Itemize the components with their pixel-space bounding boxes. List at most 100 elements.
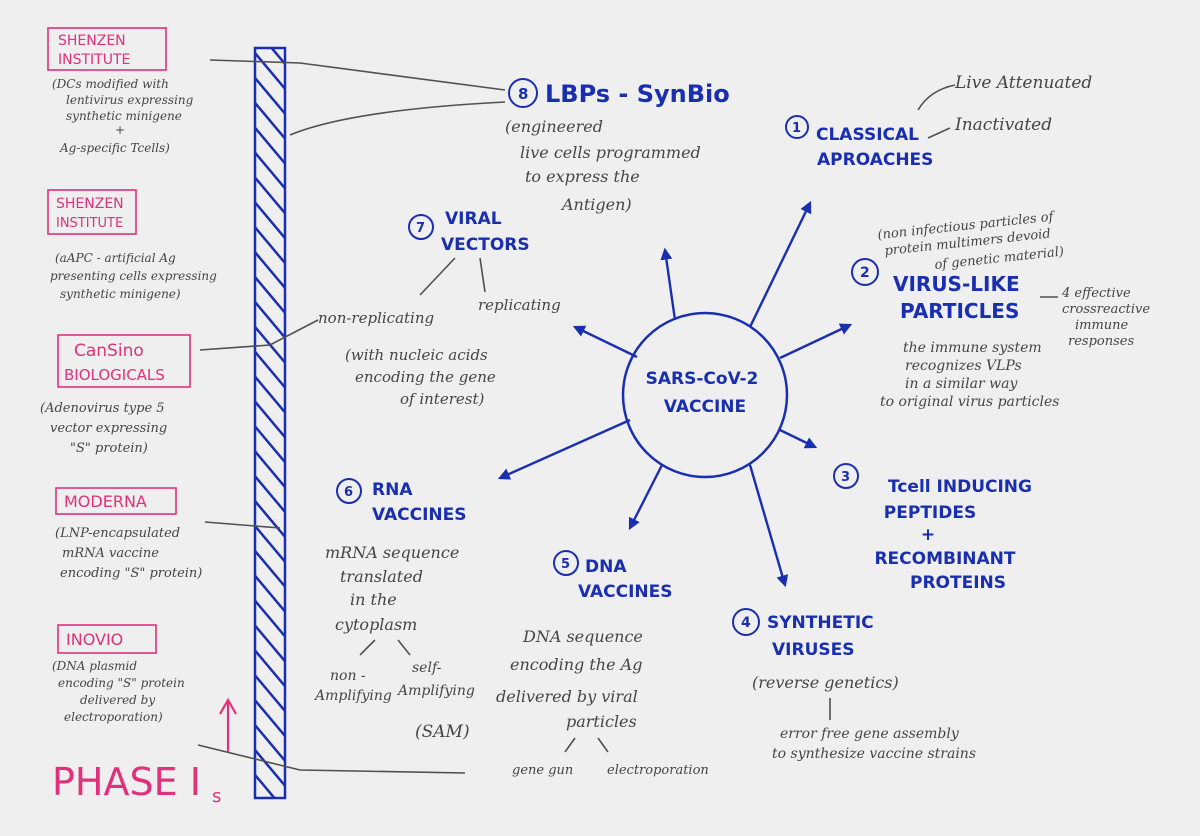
company-2-name-2: INSTITUTE: [56, 216, 123, 231]
company-inovio: INOVIO (DNA plasmid encoding "S" protein…: [52, 624, 185, 724]
dna-branch-genegun: gene gun: [512, 763, 573, 778]
vlp-note-2: recognizes VLPs: [905, 358, 1022, 374]
number-badge-2: [851, 258, 879, 286]
company-connectors: [197, 59, 506, 774]
rna-branch-self-3: (SAM): [415, 722, 470, 742]
vlp-side-3: immune: [1075, 318, 1129, 333]
number-badge-5: [553, 550, 579, 576]
company-5-name-1: INOVIO: [66, 630, 123, 649]
up-arrow-icon: [219, 697, 237, 752]
vlp-note-3: in a similar way: [905, 376, 1018, 392]
company-2-desc-1: (aAPC - artificial Ag: [55, 251, 176, 265]
number-5: 5: [561, 557, 570, 572]
rna-note-2: translated: [340, 567, 423, 586]
phase-text: PHASE I: [52, 760, 201, 804]
company-2-name-1: SHENZEN: [56, 196, 124, 212]
phase-subscript: s: [212, 786, 221, 807]
rna-note-1: mRNA sequence: [325, 543, 459, 562]
dna-title-1: DNA: [585, 557, 627, 577]
approach-tcell: 3 Tcell INDUCING PEPTIDES + RECOMBINANT …: [833, 463, 1032, 593]
viral-note-3: of interest): [400, 390, 484, 408]
center-circle: [621, 311, 789, 479]
tcell-title-4: RECOMBINANT: [874, 549, 1015, 569]
approach-vlp: (non infectious particles of protein mul…: [851, 209, 1150, 410]
vlp-note-1: the immune system: [903, 340, 1042, 356]
company-3-desc-3: "S" protein): [70, 441, 148, 456]
number-1: 1: [792, 121, 801, 136]
rna-title-2: VACCINES: [372, 505, 467, 525]
company-5-desc-4: electroporation): [64, 710, 163, 724]
tcell-title-1: Tcell INDUCING: [888, 477, 1032, 497]
viral-branch-rep: replicating: [478, 296, 561, 314]
company-cansino: CanSino BIOLOGICALS (Adenovirus type 5 v…: [40, 334, 191, 456]
synthetic-title-1: SYNTHETIC: [767, 613, 874, 633]
dna-note-1: DNA sequence: [522, 627, 643, 646]
number-badge-1: [785, 115, 809, 139]
vlp-title-1: VIRUS-LIKE: [893, 272, 1020, 296]
company-5-desc-1: (DNA plasmid: [52, 659, 137, 673]
dna-note-2: encoding the Ag: [510, 655, 642, 674]
number-7: 7: [416, 221, 425, 236]
synthetic-note-2: to synthesize vaccine strains: [772, 746, 976, 762]
classical-branch-live: Live Attenuated: [954, 73, 1092, 93]
number-badge-4: [732, 608, 760, 636]
number-8: 8: [518, 85, 528, 103]
rna-branch-non-2: Amplifying: [313, 688, 392, 704]
synthetic-note-1: error free gene assembly: [780, 726, 960, 742]
company-3-desc-1: (Adenovirus type 5: [40, 401, 165, 416]
company-4-desc-2: mRNA vaccine: [62, 546, 159, 561]
synthetic-title-2: VIRUSES: [772, 640, 854, 660]
company-1-name-2: INSTITUTE: [58, 52, 130, 68]
vlp-side-1: 4 effective: [1061, 286, 1131, 301]
viral-note-2: encoding the gene: [355, 368, 496, 386]
company-1-desc-3: synthetic minigene: [66, 109, 182, 123]
viral-title-1: VIRAL: [445, 209, 502, 229]
company-box-5: [57, 624, 157, 654]
lbps-note-2: live cells programmed: [520, 143, 701, 162]
classical-title-1: CLASSICAL: [816, 125, 919, 145]
lbps-note-4: Antigen): [560, 195, 632, 214]
center-line-2: VACCINE: [664, 397, 746, 417]
lbps-title: LBPs - SynBio: [545, 80, 730, 108]
company-box-3: [57, 334, 191, 388]
company-shenzen-2: SHENZEN INSTITUTE (aAPC - artificial Ag …: [47, 189, 217, 301]
dna-branch-electroporation: electroporation: [607, 763, 709, 778]
rna-branch-non-1: non -: [330, 668, 366, 684]
lbps-note-3: to express the: [525, 167, 640, 186]
company-5-desc-2: encoding "S" protein: [58, 676, 185, 690]
rna-title-1: RNA: [372, 480, 413, 500]
approach-rna: 6 RNA VACCINES mRNA sequence translated …: [313, 478, 475, 742]
viral-title-2: VECTORS: [441, 235, 530, 255]
company-3-name-1: CanSino: [74, 341, 144, 361]
number-6: 6: [344, 485, 353, 500]
company-5-desc-3: delivered by: [80, 693, 155, 707]
company-1-desc-1: (DCs modified with: [52, 77, 169, 91]
approach-viral-vectors: 7 VIRAL VECTORS non-replicating replicat…: [318, 209, 561, 408]
rna-note-4: cytoplasm: [335, 615, 417, 634]
number-badge-8: [508, 78, 538, 108]
number-4: 4: [741, 615, 751, 631]
lbps-note-1: (engineered: [505, 117, 603, 136]
vlp-side-4: responses: [1068, 334, 1134, 349]
company-shenzen-1: SHENZEN INSTITUTE (DCs modified with len…: [47, 27, 194, 155]
classical-branch-inactivated: Inactivated: [954, 115, 1052, 135]
dna-note-4: particles: [566, 712, 637, 731]
dna-note-3: delivered by viral: [496, 687, 638, 706]
company-3-desc-2: vector expressing: [50, 421, 167, 436]
company-box-4: [55, 487, 177, 515]
company-1-desc-5: Ag-specific Tcells): [59, 141, 170, 155]
center-line-1: SARS-CoV-2: [646, 369, 759, 389]
arrows: [497, 200, 853, 588]
vlp-side-2: crossreactive: [1062, 302, 1150, 317]
approach-dna: 5 DNA VACCINES DNA sequence encoding the…: [496, 550, 709, 778]
company-2-desc-2: presenting cells expressing: [50, 269, 217, 283]
approach-lbps: 8 LBPs - SynBio (engineered live cells p…: [505, 78, 730, 214]
company-1-desc-2: lentivirus expressing: [66, 93, 194, 107]
dna-title-2: VACCINES: [578, 582, 673, 602]
company-4-name-1: MODERNA: [64, 492, 147, 511]
company-3-name-2: BIOLOGICALS: [64, 366, 165, 384]
number-badge-3: [833, 463, 859, 489]
viral-note-1: (with nucleic acids: [345, 346, 488, 364]
company-4-desc-3: encoding "S" protein): [60, 566, 202, 581]
